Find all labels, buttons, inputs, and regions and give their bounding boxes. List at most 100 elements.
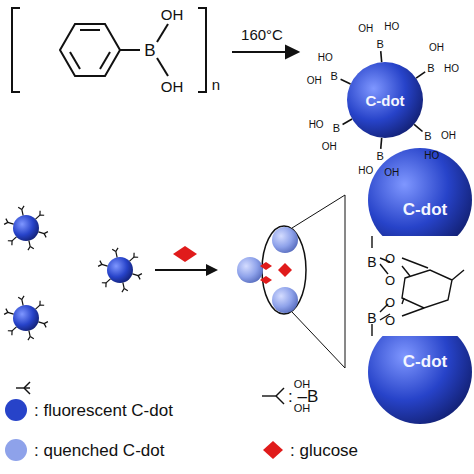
bond [380,138,383,149]
text-label: B [424,130,431,141]
text-label: HO [424,151,439,161]
text-label: O [385,274,395,287]
legend-text: : glucose [290,442,358,459]
fork [8,330,12,331]
text-label: B [333,123,340,134]
fork [11,241,12,245]
fork [44,232,48,234]
text-label: OH [307,76,322,86]
fork [39,301,40,305]
fork [4,312,8,314]
legend-text: : fluorescent C-dot [34,402,173,419]
text-label: O [385,252,395,265]
text-label: HO [318,53,333,63]
legend-text: : –B [288,388,318,405]
fork [123,283,124,289]
fork [11,331,12,335]
fork [138,274,142,276]
fork [28,337,30,341]
text-label: OH [322,142,337,152]
bond [343,119,353,125]
fork [8,240,12,241]
text-label: HO [384,22,399,32]
text-label: B [427,62,434,73]
fork [22,209,23,215]
fork [6,309,8,313]
text-label: HO [309,120,324,130]
legend-text: : quenched C-dot [34,442,164,459]
text-label: n [212,77,220,92]
text-label: OH [161,79,184,94]
text-label: B [376,150,383,161]
text-label: O [385,296,395,309]
legend-swatch [263,441,283,459]
bond [416,72,425,78]
fork [116,251,117,257]
fork [22,296,24,300]
fork [29,331,30,337]
fork [130,257,134,261]
fork [36,305,40,309]
fork [102,282,106,283]
fork [44,234,46,238]
legend-swatch [5,399,27,421]
fork [44,322,48,324]
text-label: B [367,255,376,269]
fork [30,337,34,339]
fork [39,211,40,215]
text-label: HO [444,64,459,74]
fork [122,289,124,293]
fork [133,253,134,257]
text-label: HO [358,166,373,176]
text-label: B [367,311,376,325]
fork [38,322,44,324]
fork [4,222,8,224]
fork [112,249,116,251]
fork [38,232,44,234]
c-dot-label: C-dot [365,92,404,109]
text-label: OH [384,168,399,178]
fork [12,237,16,241]
fork [98,264,102,266]
fork [8,312,14,314]
fork [8,222,14,224]
c-dot-node: C-dot [399,349,451,375]
text-label: OH [358,24,373,34]
fork [6,219,8,223]
text-label: OH [161,7,184,22]
fork [116,248,118,252]
fork [18,297,22,299]
fork [30,247,34,249]
fork [134,256,138,257]
c-dot-node: C-dot [399,197,451,223]
text-label: OH [441,131,456,141]
legend-swatch [5,439,27,461]
fork [106,279,110,283]
text-label: B [144,42,155,59]
fork [40,304,44,305]
fork [28,247,30,251]
fork [100,261,102,265]
fork [40,214,44,215]
fluorescent-dots [13,215,133,331]
c-dot-label: C-dot [403,352,447,372]
fork [36,215,40,219]
c-dot-node: C-dot [361,89,408,112]
bond [414,124,422,131]
fork [44,324,46,328]
fork [132,274,138,276]
fork [22,206,24,210]
fork [18,207,22,209]
text-label: 160°C [241,27,283,42]
fork [29,241,30,247]
fork [22,299,23,305]
fork [138,276,140,280]
fork [102,264,108,266]
c-dot-label: C-dot [403,200,447,220]
text-label: B [331,71,338,82]
bond [380,51,383,62]
text-label: O [385,314,395,327]
fork [12,327,16,331]
text-label: B [376,39,383,50]
